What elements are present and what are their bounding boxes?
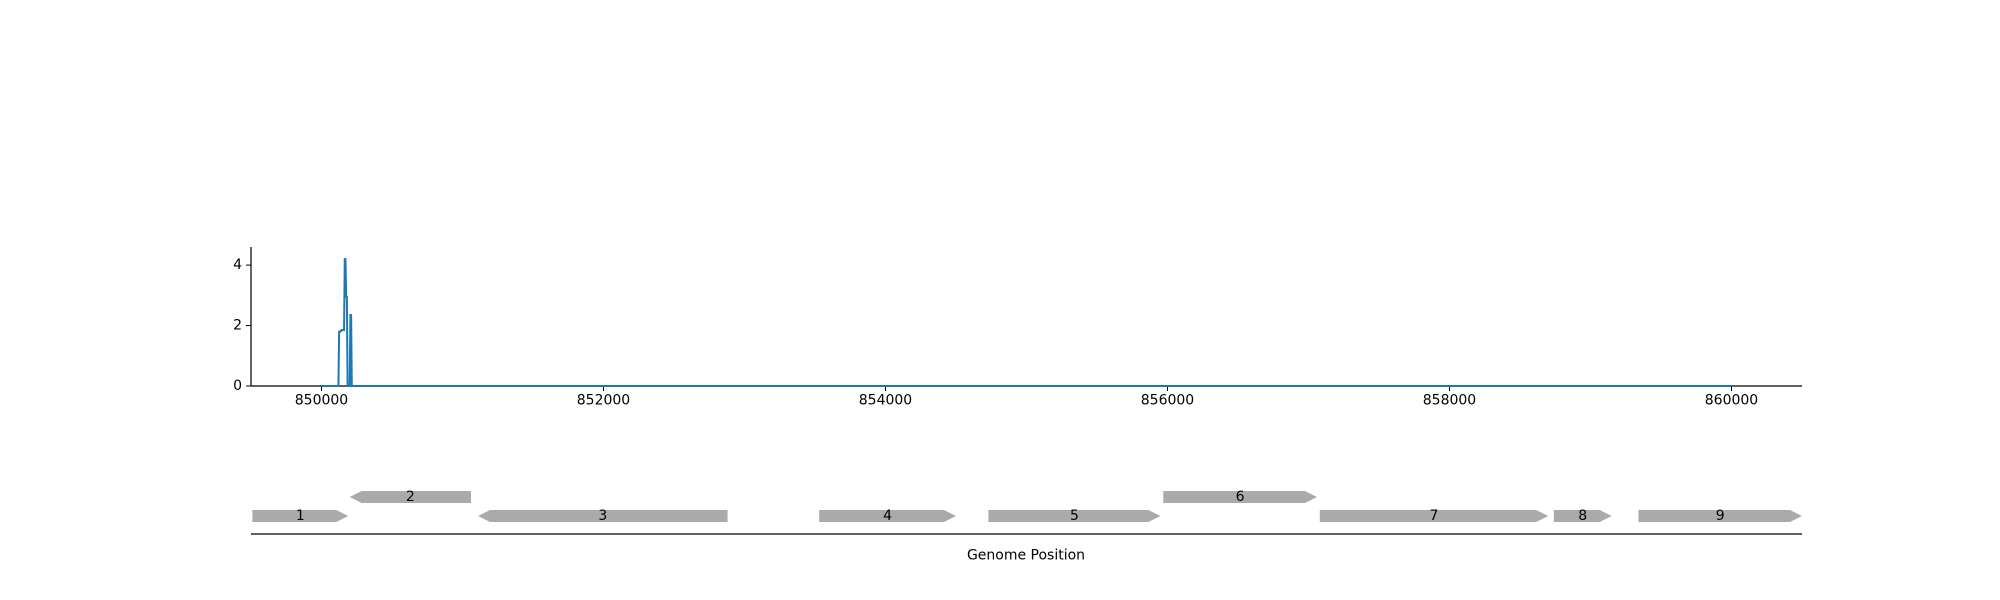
gene-arrow [1163, 491, 1317, 503]
gene-label: 1 [296, 508, 305, 524]
gene-label: 9 [1716, 508, 1725, 524]
x-tick-label: 860000 [1705, 393, 1758, 409]
gene-arrow [252, 510, 349, 522]
gene-arrow [478, 510, 728, 522]
gene-arrow [988, 510, 1161, 522]
x-axis-ticks: 850000 852000 854000 856000 858000 860000 [295, 386, 1758, 409]
gene-arrows: 1 2 3 4 5 6 7 8 9 [252, 489, 1802, 524]
gene-label: 6 [1236, 489, 1245, 505]
gene-arrow [819, 510, 956, 522]
y-tick-label: 4 [233, 257, 242, 273]
x-tick-label: 856000 [1141, 393, 1194, 409]
x-tick-label: 854000 [859, 393, 912, 409]
gene-label: 4 [883, 508, 892, 524]
gene-label: 2 [406, 489, 415, 505]
coverage-line [321, 258, 1732, 387]
gene-arrow [1319, 510, 1549, 522]
x-tick-label: 852000 [577, 393, 630, 409]
gene-arrow [349, 491, 471, 503]
x-tick-label: 858000 [1423, 393, 1476, 409]
gene-label: 3 [598, 508, 607, 524]
gene-arrow [1553, 510, 1612, 522]
gene-track: 1 2 3 4 5 6 7 8 9 Genome Position [251, 489, 1802, 564]
gene-label: 7 [1430, 508, 1439, 524]
x-axis-label: Genome Position [967, 548, 1085, 564]
y-tick-label: 0 [233, 378, 242, 394]
coverage-plot: 850000 852000 854000 856000 858000 860000 0 2 4 [233, 247, 1802, 409]
gene-label: 8 [1578, 508, 1587, 524]
y-axis-ticks: 0 2 4 [233, 257, 251, 394]
gene-arrow [1638, 510, 1802, 522]
x-tick-label: 850000 [295, 393, 348, 409]
gene-label: 5 [1070, 508, 1079, 524]
y-tick-label: 2 [233, 318, 242, 334]
